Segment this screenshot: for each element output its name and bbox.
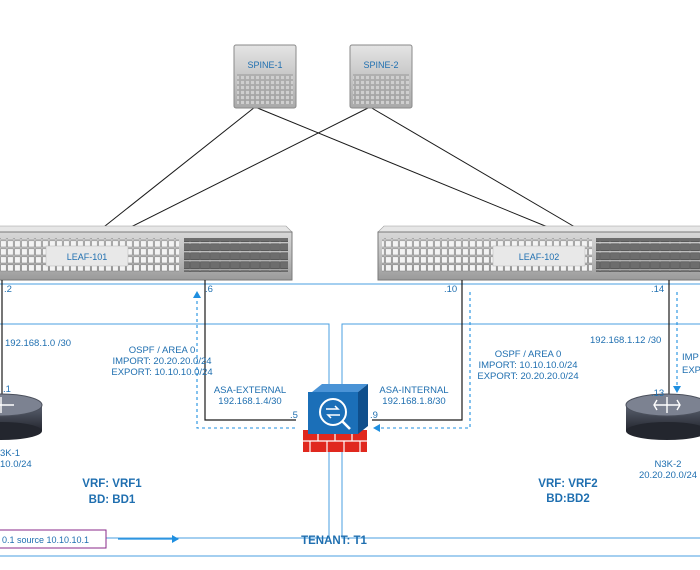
port-router1: .1 <box>3 384 11 395</box>
tenant-label: TENANT: T1 <box>301 535 367 547</box>
port-leaf102-right: .14 <box>651 284 664 295</box>
traffic-paths <box>193 291 681 432</box>
vrf1-name: VRF: VRF1 <box>82 478 142 490</box>
vrf1-bd: BD: BD1 <box>89 494 136 506</box>
spine-1-label: SPINE-1 <box>247 60 282 70</box>
port-asa-internal: .9 <box>370 410 378 421</box>
ospf-vrf2-export: EXPORT: 20.20.20.0/24 <box>477 371 578 382</box>
ospf-vrf2-area: OSPF / AREA 0 <box>495 349 562 360</box>
vrf2-name: VRF: VRF2 <box>538 478 597 490</box>
ospf-right-export-partial: EXP <box>682 365 700 376</box>
access-links <box>1 280 670 421</box>
leaf-101-switch[interactable]: LEAF-101 <box>0 225 293 281</box>
port-asa-external: .5 <box>290 410 298 421</box>
asa-firewall[interactable] <box>303 384 368 452</box>
ping-command-text: 0.1 source 10.10.10.1 <box>2 535 89 545</box>
port-leaf101-right: .6 <box>205 284 213 295</box>
ospf-right-import-partial: IMP <box>682 352 699 363</box>
leaf-102-label: LEAF-102 <box>519 252 560 262</box>
spine-2-label: SPINE-2 <box>363 60 398 70</box>
port-router2: .13 <box>651 388 664 399</box>
ospf-vrf2-import: IMPORT: 10.10.10.0/24 <box>478 360 577 371</box>
n3k-1-router[interactable] <box>0 393 43 440</box>
n3k-2-subnet: 20.20.20.0/24 <box>639 470 697 481</box>
spine-2-switch[interactable]: SPINE-2 <box>349 44 413 109</box>
n3k-2-name: N3K-2 <box>655 459 682 470</box>
fabric-links <box>99 106 581 231</box>
ping-command-box <box>0 529 107 549</box>
port-leaf102-left: .10 <box>444 284 457 295</box>
asa-external-name: ASA-EXTERNAL <box>214 385 286 396</box>
ospf-vrf1-import: IMPORT: 20.20.20.0/24 <box>112 356 211 367</box>
asa-internal-subnet: 192.168.1.8/30 <box>382 396 445 407</box>
vrf2-bd: BD:BD2 <box>546 493 589 505</box>
ospf-vrf1-export: EXPORT: 10.10.10.0/24 <box>111 367 212 378</box>
subnet-left: 192.168.1.0 /30 <box>5 338 71 349</box>
leaf-101-label: LEAF-101 <box>67 252 108 262</box>
n3k-1-name: 3K-1 <box>0 448 20 459</box>
spine-1-switch[interactable]: SPINE-1 <box>233 44 297 109</box>
subnet-right: 192.168.1.12 /30 <box>590 335 661 346</box>
asa-external-subnet: 192.168.1.4/30 <box>218 396 281 407</box>
leaf-102-switch[interactable]: LEAF-102 <box>377 225 700 281</box>
n3k-1-subnet: 10.0/24 <box>0 459 32 470</box>
port-leaf101-left: .2 <box>4 284 12 295</box>
n3k-2-router[interactable] <box>625 393 700 440</box>
ospf-vrf1-area: OSPF / AREA 0 <box>129 345 196 356</box>
asa-internal-name: ASA-INTERNAL <box>379 385 448 396</box>
tenant-frame <box>0 283 700 557</box>
